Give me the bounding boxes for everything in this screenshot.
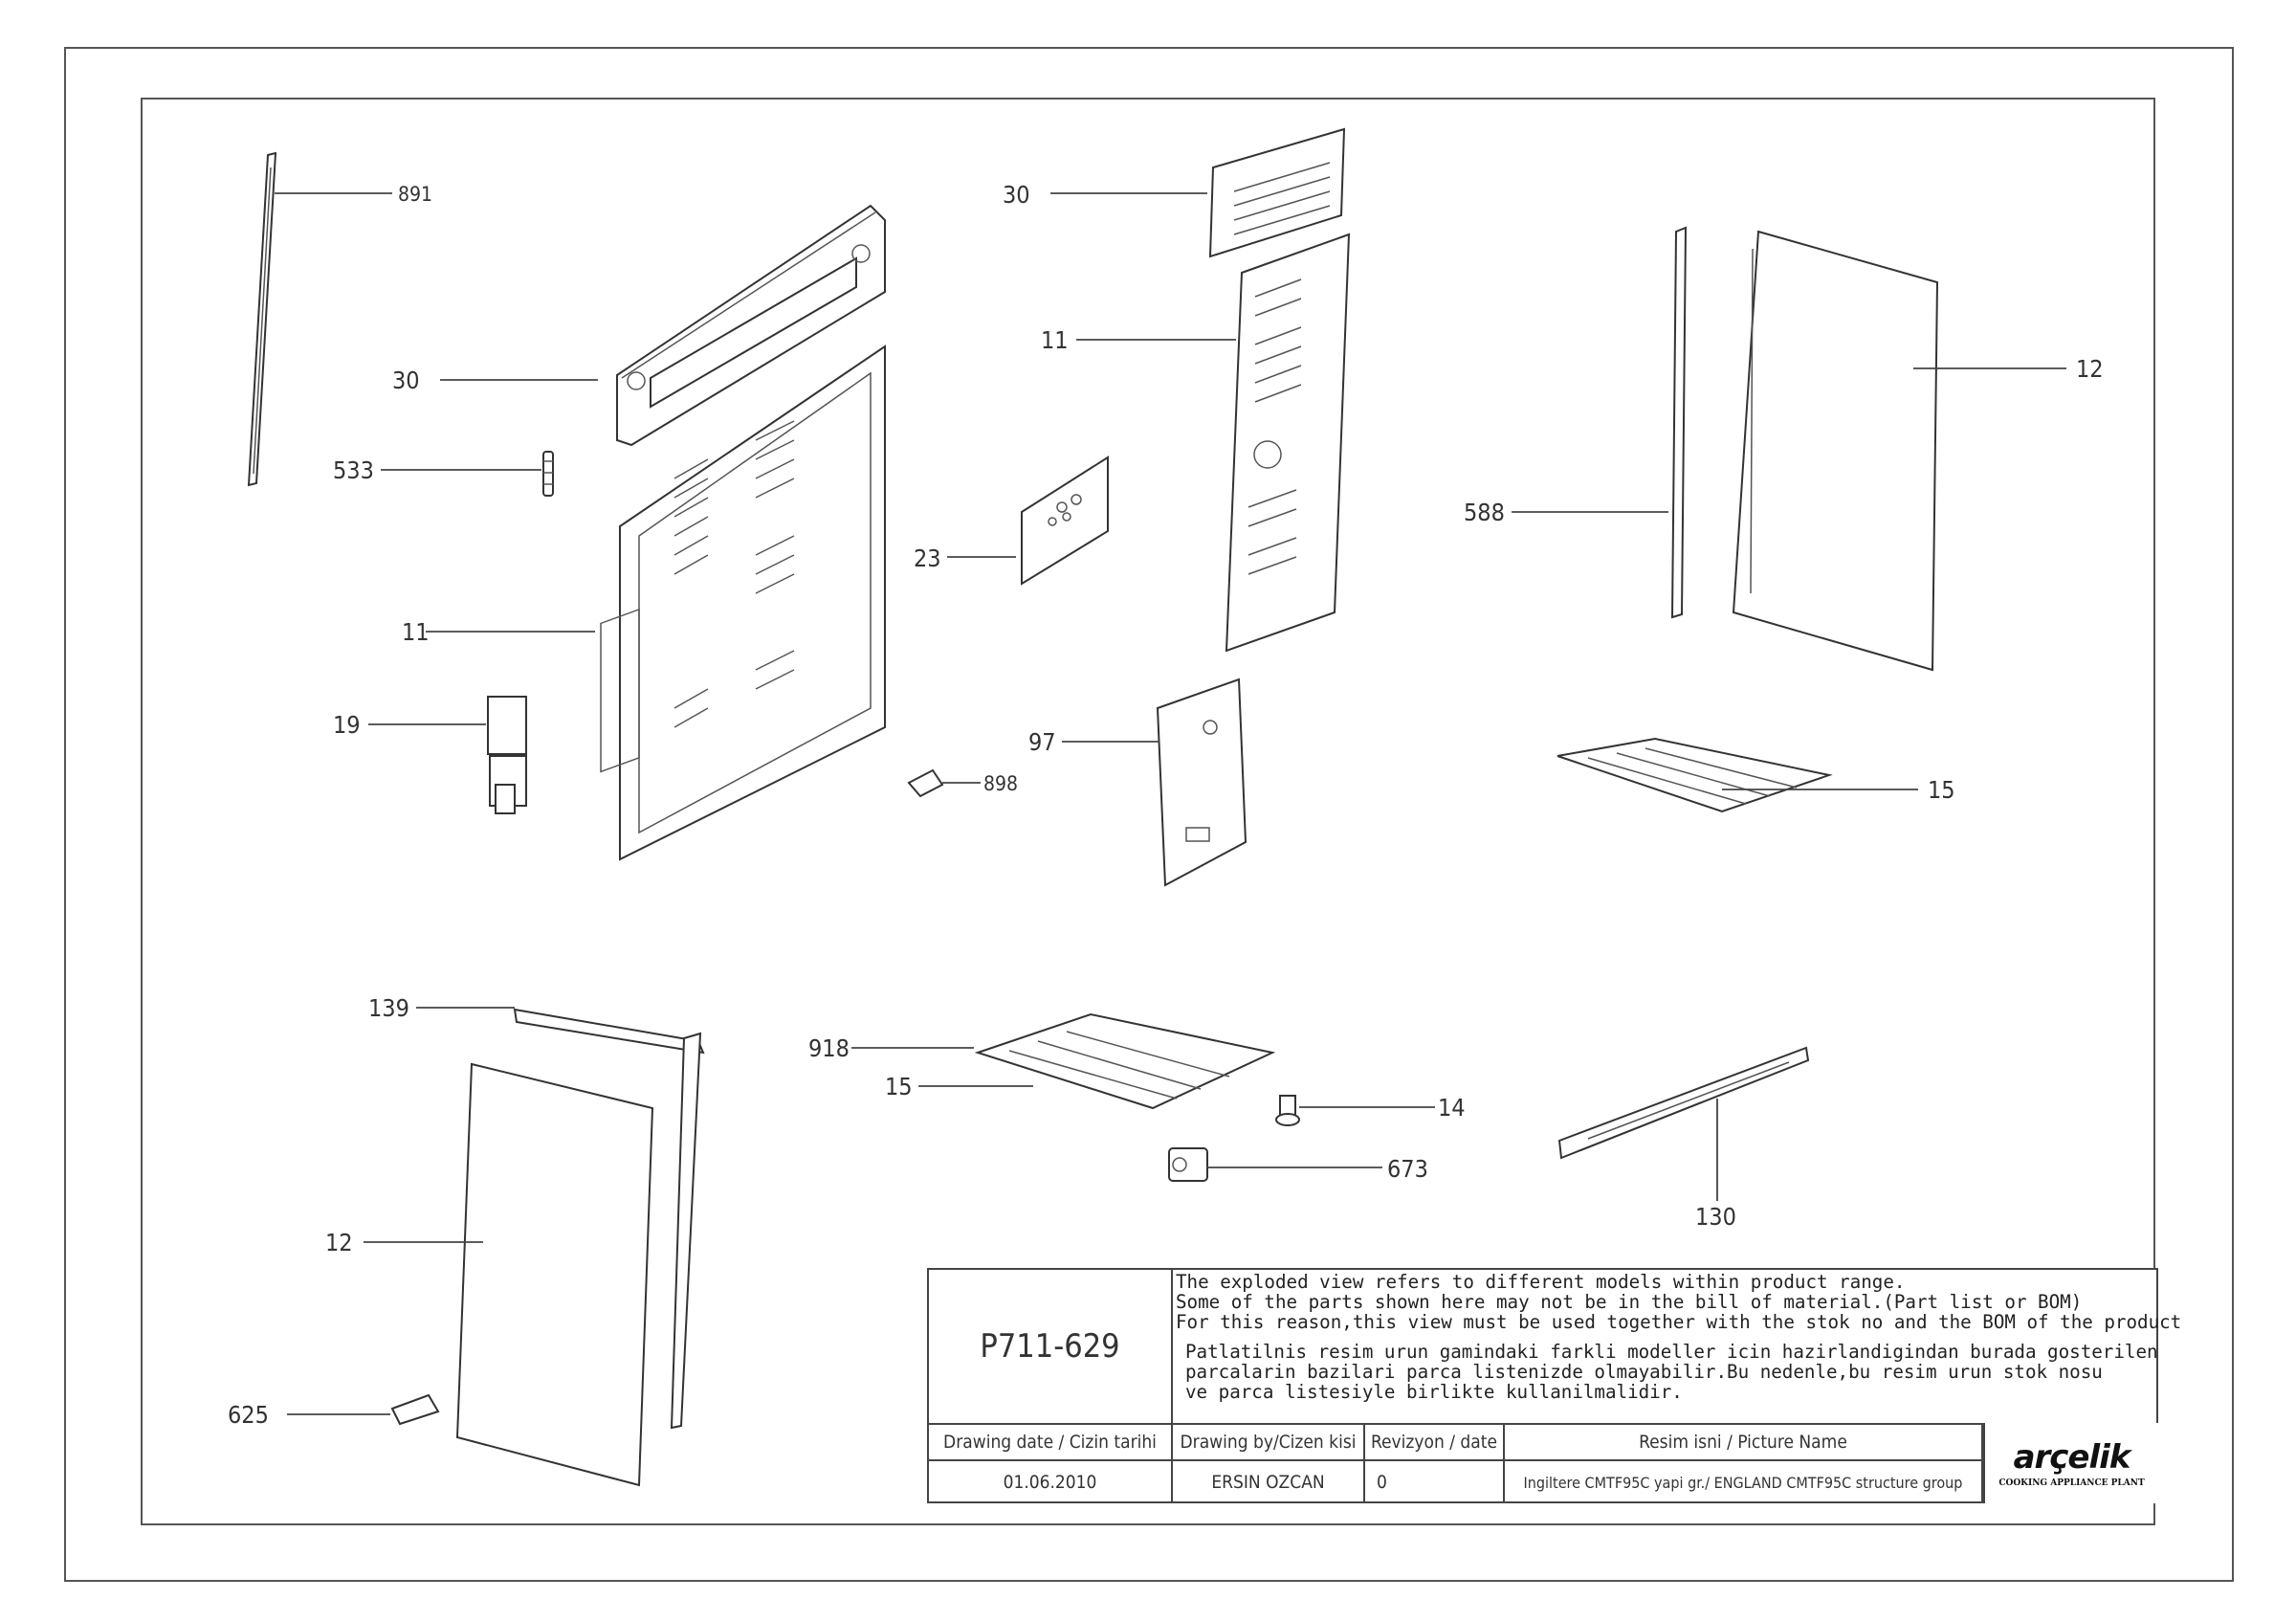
company-logo: arçelik COOKING APPLIANCE PLANT <box>1983 1423 2158 1503</box>
part-588-strip <box>1670 226 1688 619</box>
header-drawing-by: Drawing by/Cizen kisi <box>1173 1425 1365 1459</box>
part-11-rear-panel <box>1225 233 1351 653</box>
logo-wordmark: arçelik <box>2013 1438 2131 1477</box>
callout-891: 891 <box>398 183 432 206</box>
part-898-clip <box>907 768 944 798</box>
note-en-3: For this reason,this view must be used t… <box>1176 1311 2182 1333</box>
part-97-control-panel <box>1156 678 1247 887</box>
callout-130: 130 <box>1695 1203 1736 1231</box>
inner-frame <box>141 98 2155 1525</box>
callout-23: 23 <box>914 544 941 572</box>
notes: The exploded view refers to different mo… <box>1176 1271 2182 1423</box>
callout-588: 588 <box>1464 499 1505 526</box>
title-values-row: 01.06.2010 ERSIN OZCAN 0 Ingiltere CMTF9… <box>929 1461 2156 1503</box>
logo-subtitle: COOKING APPLIANCE PLANT <box>1998 1478 2145 1488</box>
part-139-frame <box>513 1008 705 1430</box>
part-30-upper-panel <box>1208 127 1346 258</box>
part-15-shelf-center <box>974 1012 1276 1110</box>
callout-898: 898 <box>983 772 1018 795</box>
part-23-control-plate <box>1021 455 1109 586</box>
callout-30-top: 30 <box>1003 181 1030 209</box>
note-tr-2: parcalarin bazilari parca listenizde olm… <box>1185 1361 2103 1383</box>
callout-673: 673 <box>1387 1155 1428 1183</box>
part-12-side-panel-right <box>1732 230 1939 672</box>
part-625-label <box>390 1393 440 1426</box>
part-11-back-panel <box>600 344 886 861</box>
note-tr-1: Patlatilnis resim urun gamindaki farkli … <box>1185 1341 2158 1363</box>
header-picture-name: Resim isni / Picture Name <box>1505 1425 1983 1459</box>
note-en-2: Some of the parts shown here may not be … <box>1176 1291 2083 1313</box>
part-12-side-panel-left <box>455 1062 654 1487</box>
header-revision: Revizyon / date <box>1365 1425 1505 1459</box>
callout-625: 625 <box>228 1401 269 1429</box>
part-533-screw <box>542 451 554 497</box>
drawing-number: P711-629 <box>929 1270 1173 1423</box>
callout-11-left: 11 <box>402 618 430 646</box>
value-drawing-by: ERSIN OZCAN <box>1173 1461 1365 1503</box>
part-19-bracket <box>487 696 527 814</box>
callout-918: 918 <box>808 1034 850 1062</box>
callout-11-mid: 11 <box>1041 326 1069 354</box>
part-14-foot <box>1275 1095 1300 1126</box>
header-drawing-date: Drawing date / Cizin tarihi <box>929 1425 1173 1459</box>
note-en-1: The exploded view refers to different mo… <box>1176 1271 1906 1293</box>
part-673-hinge <box>1168 1147 1208 1182</box>
title-block: P711-629 The exploded view refers to dif… <box>927 1268 2182 1503</box>
callout-533: 533 <box>333 456 374 484</box>
callout-19: 19 <box>333 711 361 739</box>
title-header-row: Drawing date / Cizin tarihi Drawing by/C… <box>929 1423 2156 1461</box>
part-891-strip <box>247 151 277 487</box>
part-15-shelf-right <box>1556 737 1833 813</box>
note-tr-3: ve parca listesiyle birlikte kullanilmal… <box>1185 1381 1683 1403</box>
value-drawing-date: 01.06.2010 <box>929 1461 1173 1503</box>
value-picture-name: Ingiltere CMTF95C yapi gr./ ENGLAND CMTF… <box>1505 1461 1983 1503</box>
callout-97: 97 <box>1028 728 1056 756</box>
callout-15-right: 15 <box>1928 776 1955 804</box>
callout-14: 14 <box>1438 1094 1466 1122</box>
value-revision: 0 <box>1365 1461 1505 1503</box>
outer-frame <box>64 47 2234 1582</box>
callout-139: 139 <box>368 994 409 1022</box>
callout-12-left: 12 <box>325 1229 353 1256</box>
part-30-top-rail <box>616 204 886 447</box>
callout-12-right: 12 <box>2076 355 2104 383</box>
callout-30-left: 30 <box>392 367 420 394</box>
callout-15-mid: 15 <box>885 1073 913 1100</box>
part-130-rail <box>1557 1046 1810 1160</box>
